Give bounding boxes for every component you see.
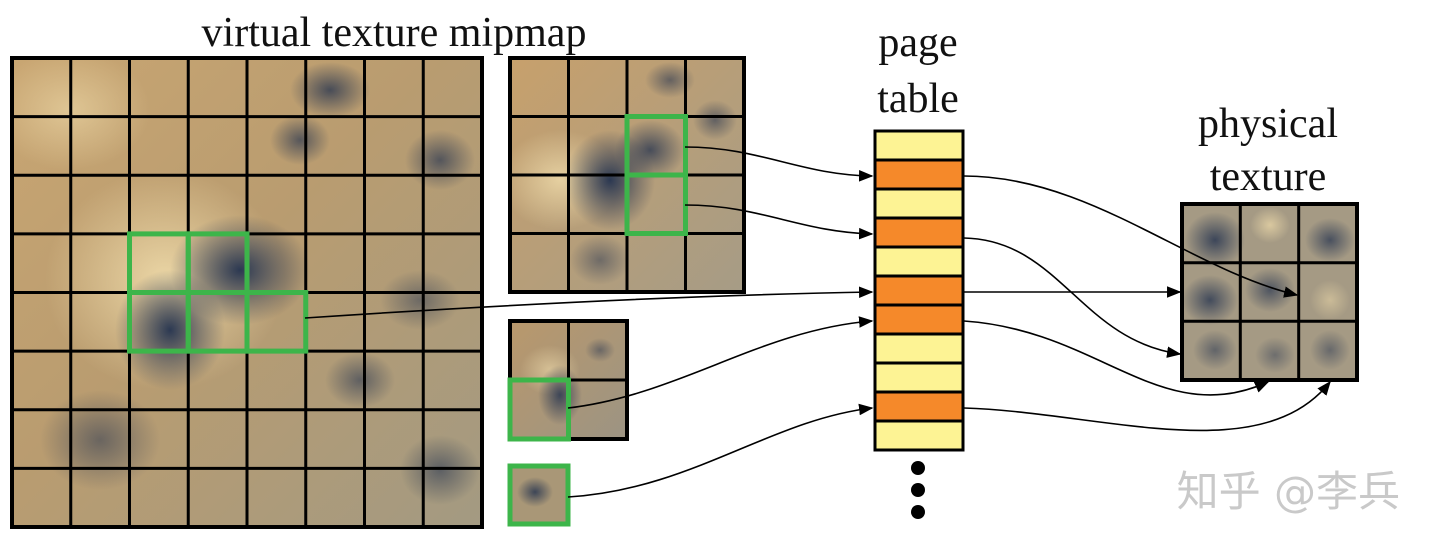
arrow (963, 237, 1182, 358)
mipmap-level-0-border (10, 56, 484, 529)
mipmap-title: virtual texture mipmap (202, 10, 587, 56)
page-table-to-physical-arrows (963, 175, 1331, 432)
arrow (684, 204, 874, 240)
mipmap-level-1 (508, 56, 746, 294)
mipmap-to-page-table-arrows (304, 146, 874, 498)
arrow (567, 403, 874, 498)
mipmap-level-1-grid (510, 58, 744, 292)
page-table-title-line2: table (877, 76, 959, 122)
page-table-entry-empty (873, 332, 965, 365)
mipmap-level-0 (10, 56, 484, 529)
page-table-entry-resident (873, 303, 965, 336)
highlight-tile (507, 377, 571, 442)
physical-texture-title-line1: physical (1198, 101, 1338, 147)
page-table-entry-empty (873, 129, 965, 162)
continuation-dot (911, 483, 925, 497)
physical-texture (1180, 202, 1359, 382)
page-table-entry-resident (873, 158, 965, 191)
page-table (873, 129, 965, 519)
arrow (963, 175, 1299, 298)
page-table-title-line1: page (878, 20, 957, 66)
page-table-entry-resident (873, 390, 965, 423)
physical-texture-image (1182, 204, 1357, 380)
highlight-tile (244, 290, 309, 354)
page-table-entry-empty (873, 187, 965, 220)
page-table-entry-empty (873, 245, 965, 278)
continuation-dot (911, 461, 925, 475)
arrow (963, 380, 1331, 432)
page-table-entry-empty (873, 419, 965, 452)
mipmap-level-0-texture (12, 58, 482, 527)
mipmap-level-2 (507, 319, 629, 442)
watermark: 知乎 @李兵 (1177, 467, 1400, 516)
page-table-entry-resident (873, 274, 965, 307)
arrow (304, 286, 874, 319)
physical-texture-border (1180, 202, 1359, 382)
highlight-tile (507, 463, 571, 527)
page-table-entry-resident (873, 216, 965, 249)
mipmap-level-1-border (508, 56, 746, 294)
mipmap-level-0-highlights (127, 231, 309, 354)
mipmap-level-3 (507, 463, 571, 527)
physical-texture-title-line2: texture (1210, 154, 1327, 200)
page-table-entry-empty (873, 361, 965, 394)
arrow (567, 316, 874, 409)
continuation-dot (911, 505, 925, 519)
mipmap-level-3-texture (510, 466, 568, 524)
arrow (684, 146, 874, 182)
arrow (963, 320, 1270, 396)
